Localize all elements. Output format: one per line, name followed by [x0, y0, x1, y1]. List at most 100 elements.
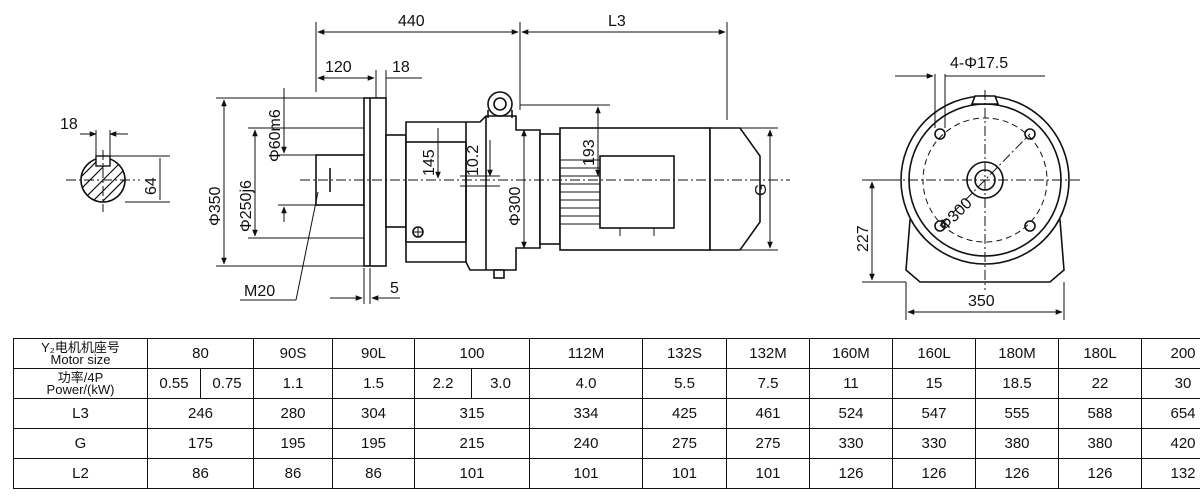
g-cell: 215: [414, 428, 530, 459]
row-header: G: [13, 428, 148, 459]
motor-size-cell: 132M: [726, 338, 810, 369]
motor-size-cell: 90L: [332, 338, 415, 369]
l2-cell: 86: [147, 458, 254, 489]
power-cell: 1.1: [253, 368, 333, 399]
spigot-diameter-label: Φ250j6: [238, 180, 255, 232]
motor-size-cell: 90S: [253, 338, 333, 369]
row-header-line1: Y₂电机机座号: [41, 339, 120, 355]
flange-thickness-label: 18: [392, 59, 410, 76]
g-cell: 420: [1141, 428, 1200, 459]
shaft-diameter-label: Φ60m6: [267, 109, 284, 162]
g-cell: 240: [529, 428, 643, 459]
power-cell: 11: [809, 368, 893, 399]
l3-cell: 304: [332, 398, 415, 429]
power-cell: 2.2: [414, 368, 472, 399]
row-header-line2: Power/(kW): [46, 381, 115, 397]
dim-10-2-label: 10.2: [465, 145, 482, 176]
key-width-label: 18: [60, 116, 78, 133]
motor-height-label: G: [753, 184, 770, 196]
overall-length-label: 440: [398, 13, 425, 30]
l2-cell: 126: [975, 458, 1059, 489]
motor-size-cell: 160L: [892, 338, 976, 369]
center-height-label: 227: [855, 225, 872, 252]
l3-cell: 280: [253, 398, 333, 429]
motor-size-cell: 200: [1141, 338, 1200, 369]
row-header: L2: [13, 458, 148, 489]
l3-cell: 246: [147, 398, 254, 429]
motor-length-label: L3: [608, 13, 626, 30]
power-cell: 18.5: [975, 368, 1059, 399]
l3-cell: 547: [892, 398, 976, 429]
dim-145-label: 145: [421, 149, 438, 176]
motor-size-cell: 160M: [809, 338, 893, 369]
motor-size-cell: 112M: [529, 338, 643, 369]
side-view: 440 L3 120 18 Φ350 Φ250j6 Φ60m6: [207, 13, 790, 304]
l2-cell: 101: [529, 458, 643, 489]
technical-drawing: 18 64 440 L3 120 18 Φ350 Φ250j6: [60, 13, 1080, 320]
motor-size-cell: 180M: [975, 338, 1059, 369]
g-cell: 275: [726, 428, 810, 459]
base-width-label: 350: [968, 293, 995, 310]
g-cell: 330: [809, 428, 893, 459]
holes-label: 4-Φ17.5: [950, 55, 1008, 72]
motor-size-cell: 100: [414, 338, 530, 369]
l2-cell: 132: [1141, 458, 1200, 489]
dim-300-label: Φ300: [507, 186, 524, 226]
thread-label: M20: [244, 283, 275, 300]
l2-cell: 126: [892, 458, 976, 489]
shaft-section-view: 18 64: [60, 116, 170, 212]
l2-cell: 126: [809, 458, 893, 489]
motor-size-cell: 80: [147, 338, 254, 369]
l2-cell: 126: [1058, 458, 1142, 489]
l3-cell: 461: [726, 398, 810, 429]
power-cell: 0.55: [147, 368, 201, 399]
l3-cell: 654: [1141, 398, 1200, 429]
power-cell: 3.0: [471, 368, 530, 399]
flange-offset-label: 120: [325, 59, 352, 76]
l3-cell: 315: [414, 398, 530, 429]
g-cell: 275: [642, 428, 727, 459]
motor-size-cell: 180L: [1058, 338, 1142, 369]
g-cell: 330: [892, 428, 976, 459]
g-cell: 195: [332, 428, 415, 459]
power-cell: 15: [892, 368, 976, 399]
front-view: Φ300 4-Φ17.5 227 350: [855, 55, 1080, 320]
power-cell: 4.0: [529, 368, 643, 399]
l3-cell: 524: [809, 398, 893, 429]
motor-size-cell: 132S: [642, 338, 727, 369]
l2-cell: 101: [726, 458, 810, 489]
spigot-depth-label: 5: [390, 280, 399, 297]
dim-193-label: 193: [581, 139, 598, 166]
l2-cell: 86: [332, 458, 415, 489]
power-cell: 30: [1141, 368, 1200, 399]
l3-cell: 425: [642, 398, 727, 429]
l2-cell: 86: [253, 458, 333, 489]
l3-cell: 555: [975, 398, 1059, 429]
g-cell: 195: [253, 428, 333, 459]
power-cell: 0.75: [200, 368, 254, 399]
power-cell: 22: [1058, 368, 1142, 399]
l2-cell: 101: [642, 458, 727, 489]
row-header: L3: [13, 398, 148, 429]
g-cell: 380: [1058, 428, 1142, 459]
l2-cell: 101: [414, 458, 530, 489]
g-cell: 175: [147, 428, 254, 459]
flange-diameter-label: Φ350: [207, 186, 224, 226]
power-cell: 1.5: [332, 368, 415, 399]
power-cell: 7.5: [726, 368, 810, 399]
row-header-line2: Motor size: [50, 351, 111, 367]
power-cell: 5.5: [642, 368, 727, 399]
key-height-label: 64: [143, 177, 160, 195]
row-header-line1: 功率/4P: [57, 369, 104, 385]
l3-cell: 588: [1058, 398, 1142, 429]
l3-cell: 334: [529, 398, 643, 429]
g-cell: 380: [975, 428, 1059, 459]
